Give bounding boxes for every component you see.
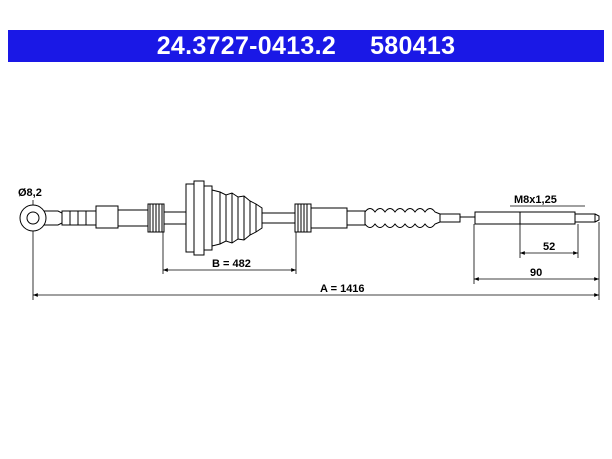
ribbed-fitting: [61, 205, 149, 229]
dim-52-label: 52: [543, 241, 555, 253]
reference-number: 580413: [370, 31, 456, 60]
cable-sheath: [310, 207, 461, 229]
dim-a-label: A = 1416: [320, 283, 365, 295]
eye-end: [19, 204, 63, 232]
part-number: 24.3727-0413.2: [156, 31, 337, 60]
threaded-ferrule-right: [294, 203, 312, 233]
dim-90-label: 90: [530, 267, 542, 279]
title-bar: 24.3727-0413.2 580413: [8, 30, 604, 62]
thread-label: M8x1,25: [514, 194, 557, 206]
diameter-label: Ø8,2: [18, 187, 42, 199]
threaded-end: [474, 211, 600, 225]
rubber-boot: [185, 180, 263, 256]
threaded-ferrule-left: [147, 203, 165, 233]
dim-b-label: B = 482: [212, 258, 251, 270]
